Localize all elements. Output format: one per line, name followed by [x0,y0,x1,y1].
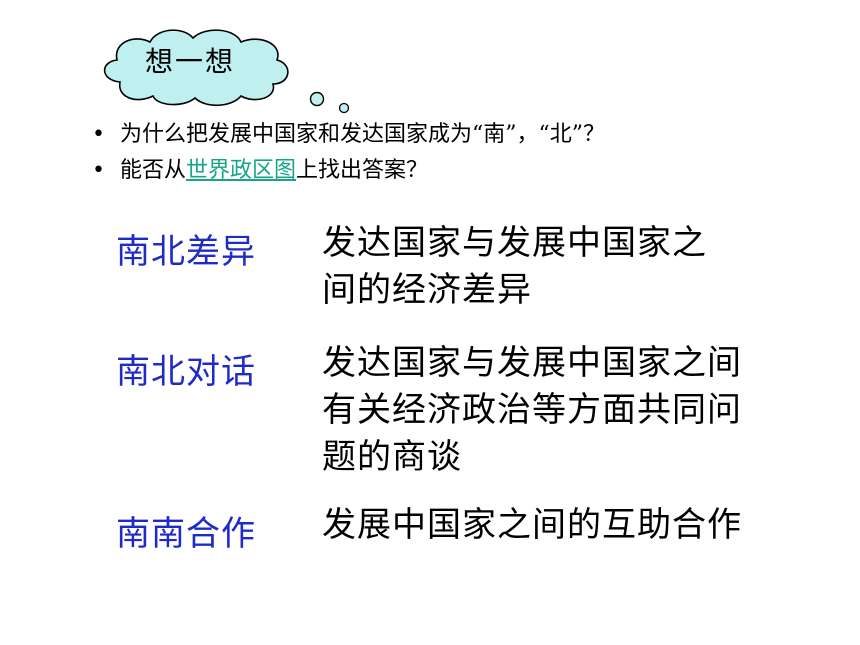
small-bubble-icon [338,102,350,114]
term-south-south-cooperation: 南南合作 [116,514,256,554]
list-item: • 为什么把发展中国家和发达国家成为“南”，“北”？ [92,117,832,153]
question-text: 为什么把发展中国家和发达国家成为“南”，“北”？ [120,122,605,147]
thought-label: 想一想 [144,45,235,78]
bullet-icon: • [92,158,105,183]
definition-north-south-gap: 发达国家与发展中国家之 间的经济差异 [322,220,707,314]
definition-south-south-cooperation: 发展中国家之间的互助合作 [322,502,742,549]
question-prefix: 能否从 [120,158,187,183]
question-suffix: 上找出答案？ [296,158,429,183]
definition-line: 有关经济政治等方面共同问 [322,390,742,430]
definition-line: 发展中国家之间的互助合作 [322,505,742,545]
definition-north-south-dialogue: 发达国家与发展中国家之间 有关经济政治等方面共同问 题的商谈 [322,340,742,481]
list-item: • 能否从世界政区图上找出答案？ [92,153,832,189]
cloud-icon [103,29,325,107]
definition-line: 发达国家与发展中国家之 [322,223,707,263]
definition-line: 间的经济差异 [322,270,532,310]
question-list: • 为什么把发展中国家和发达国家成为“南”，“北”？ • 能否从世界政区图上找出… [92,117,832,189]
term-north-south-gap: 南北差异 [116,232,256,272]
thought-cloud: 想一想 [95,22,335,117]
bullet-icon: • [92,122,105,147]
term-north-south-dialogue: 南北对话 [116,352,256,392]
definition-line: 题的商谈 [322,437,462,477]
definition-line: 发达国家与发展中国家之间 [322,343,742,383]
world-map-link[interactable]: 世界政区图 [186,158,297,183]
